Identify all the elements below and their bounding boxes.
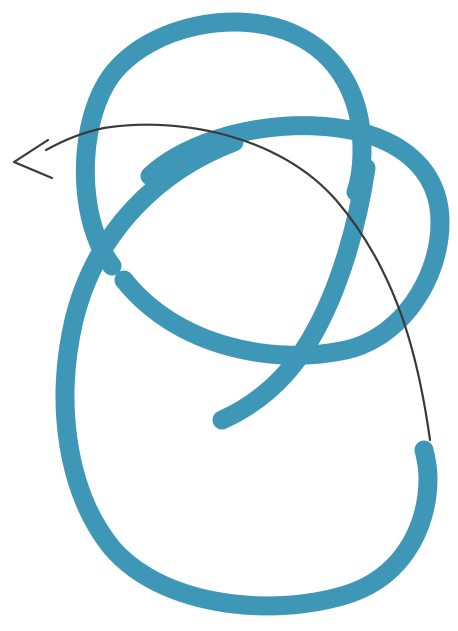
knot-strand-lower-loop — [65, 142, 428, 606]
arrow-left-icon — [14, 140, 52, 178]
knot-strand-diagonal — [222, 168, 366, 420]
knot-strand-right-ring — [124, 126, 440, 356]
